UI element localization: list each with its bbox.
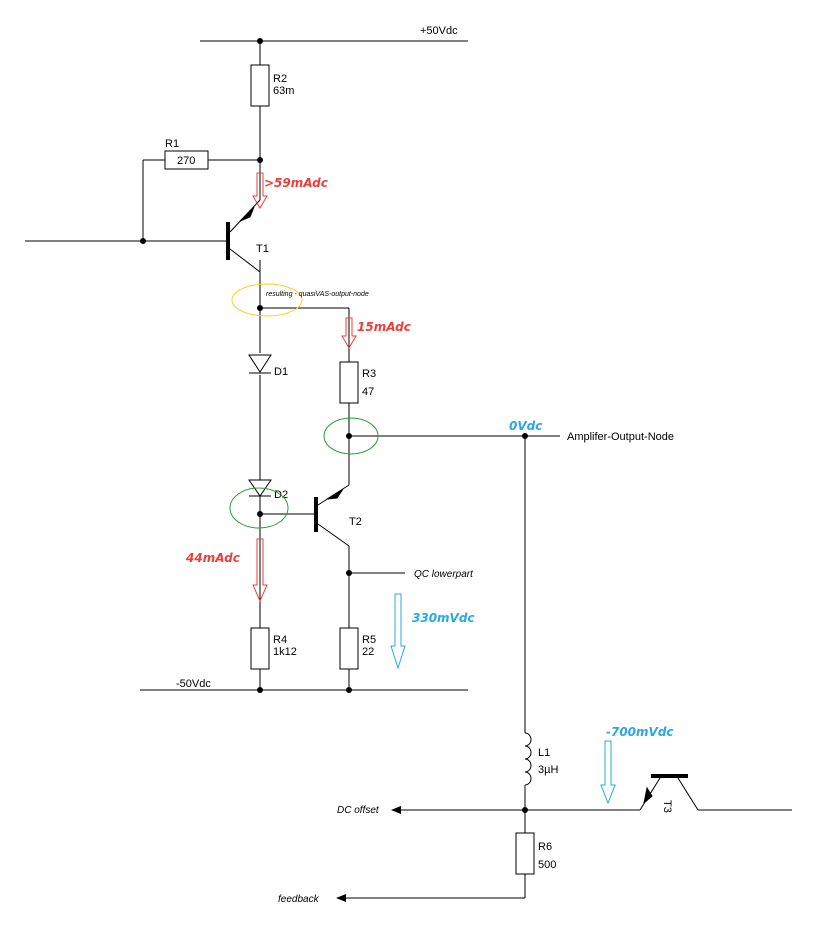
resistor-r1: R1 270	[142, 138, 260, 241]
current-arrow-r4-icon	[252, 538, 268, 603]
r1-name: R1	[165, 138, 179, 150]
r4-name: R4	[273, 634, 287, 646]
r2-name: R2	[273, 73, 287, 85]
r5-value: 22	[362, 646, 374, 658]
t1-emitter-arrow-icon	[239, 206, 255, 222]
current-t1-label: >59mAdc	[264, 176, 328, 190]
r5-name: R5	[362, 634, 376, 646]
transistor-t2: T2	[314, 484, 362, 547]
r6-name: R6	[538, 841, 552, 853]
l1-name: L1	[538, 747, 550, 759]
junction-dots	[140, 38, 528, 813]
resistor-r2: R2 63m	[250, 64, 294, 107]
r3-value: 47	[362, 386, 374, 398]
diode-d1: D1	[248, 354, 288, 378]
current-r4-label: 44mAdc	[185, 551, 240, 565]
qc-lower-label: QC lowerpart	[414, 569, 474, 580]
transistor-t3: T3	[639, 774, 792, 813]
current-r3-label: 15mAdc	[357, 320, 411, 334]
positive-rail-label: +50Vdc	[420, 25, 458, 37]
voltage-r5-label: 330mVdc	[412, 611, 475, 625]
t2-name: T2	[349, 516, 362, 528]
dc-offset-arrow-icon	[391, 806, 401, 814]
r3-name: R3	[362, 368, 376, 380]
quasi-vas-label: resulting - quasiVAS-output-node	[266, 291, 369, 298]
resistor-r3: R3 47	[339, 361, 376, 404]
t1-name: T1	[256, 243, 269, 255]
dc-offset-label: DC offset	[337, 805, 380, 816]
resistor-r4: R4 1k12	[250, 627, 297, 670]
quasi-vas-highlight	[231, 283, 303, 317]
t3-emitter-arrow-icon	[643, 786, 653, 805]
output-node-highlight	[323, 417, 379, 455]
current-arrow-r3-icon	[341, 317, 357, 349]
voltage-out-label: 0Vdc	[509, 419, 542, 433]
r6-value: 500	[538, 859, 556, 871]
feedback-arrow-icon	[336, 894, 346, 902]
d2-node-highlight	[229, 487, 289, 529]
amp-output-label: Amplifer-Output-Node	[567, 431, 674, 443]
t2-emitter-arrow-icon	[326, 488, 344, 500]
transistor-t1: T1	[226, 199, 269, 273]
r4-value: 1k12	[273, 646, 297, 658]
current-arrow-t1-icon	[252, 172, 268, 209]
diode-d2: D2	[248, 479, 288, 501]
negative-rail-label: -50Vdc	[176, 678, 211, 690]
l1-value: 3µH	[538, 764, 558, 776]
d1-name: D1	[274, 366, 288, 378]
inductor-l1: L1 3µH	[524, 732, 558, 786]
voltage-arrow-t3-icon	[600, 740, 616, 805]
feedback-label: feedback	[278, 894, 320, 905]
r1-value: 270	[177, 155, 195, 167]
resistor-r6: R6 500	[515, 832, 556, 875]
t3-name: T3	[661, 800, 673, 813]
resistor-r5: R5 22	[339, 627, 376, 670]
voltage-arrow-r5-icon	[390, 593, 406, 670]
voltage-t3-label: -700mVdc	[606, 725, 674, 739]
r2-value: 63m	[273, 85, 294, 97]
